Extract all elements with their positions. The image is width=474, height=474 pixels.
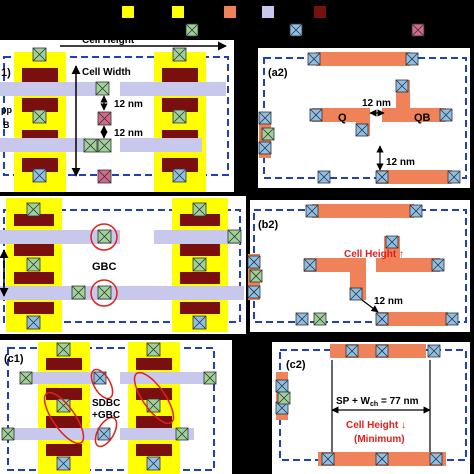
- legend: [122, 6, 425, 37]
- sdbc-label-line2: +GBC: [92, 410, 120, 421]
- panel-a1-label: 1): [1, 67, 11, 79]
- gate-swatch-icon: [122, 6, 134, 18]
- contact-grid: [32, 47, 187, 153]
- cell-boundary: [7, 347, 215, 471]
- metal-lavender-swatch-icon: [262, 6, 274, 18]
- spacing-label-bottom: 12 nm: [114, 128, 143, 139]
- spacing-label-top: 12 nm: [114, 99, 143, 110]
- panel-b2: (b2) Cell Height ↑ 12 nm: [247, 200, 470, 332]
- gate-break-circle: [90, 279, 118, 307]
- metal-line: [20, 372, 102, 384]
- via-grid: [32, 168, 187, 183]
- panel-a1: Cell Height 1) Cell Width pp B 12 nm 12 …: [0, 35, 234, 192]
- metal-line: [120, 372, 210, 384]
- nanosheet-swatch-icon: [314, 6, 326, 18]
- panel-c2: (c2) SP + Wch = 77 nm Cell Height ↓ (Min…: [272, 342, 470, 474]
- metal-swatch-icon: [224, 6, 236, 18]
- gate-swatch-icon: [172, 6, 184, 18]
- panel-c1: (c1) SDBC +GBC: [0, 340, 232, 474]
- panel-a2-label: (a2): [268, 67, 288, 79]
- contact-grid: [277, 391, 291, 405]
- cell-height-up-label: Cell Height ↑: [344, 249, 404, 260]
- metal-line: [154, 230, 240, 244]
- gbc-ellipse: [90, 368, 114, 400]
- contact-grid: [261, 127, 275, 141]
- minimum-label: (Minimum): [354, 434, 405, 445]
- left-text-top: pp: [1, 105, 12, 115]
- via-pink-icon: [411, 23, 425, 37]
- panel-c2-label: (c2): [286, 359, 306, 371]
- metal-line: [84, 286, 244, 300]
- gbc-ellipse: [94, 416, 118, 448]
- power-rail: [376, 312, 448, 326]
- formula-label: SP + Wch = 77 nm: [336, 396, 419, 408]
- metal-line: [120, 138, 202, 152]
- via-pink-grid: [97, 111, 112, 184]
- metal-line: [4, 428, 108, 440]
- cell-boundary: [3, 56, 229, 176]
- contact-grid: [249, 269, 327, 326]
- cell-height-down-label: Cell Height ↓: [346, 420, 406, 431]
- contact-green-icon: [185, 23, 199, 37]
- metal-line: [0, 230, 120, 244]
- panel-b1: GBC: [0, 196, 246, 334]
- power-rail: [376, 170, 452, 184]
- sdbc-ellipse: [133, 371, 175, 425]
- power-rail: [312, 204, 414, 218]
- panel-b2-label: (b2): [258, 219, 279, 231]
- cell-height-label: Cell Height: [82, 35, 135, 46]
- sdbc-label-line1: SDBC: [92, 398, 120, 409]
- via-grid: [275, 344, 443, 466]
- via-grid: [258, 52, 461, 184]
- power-rail: [316, 52, 410, 66]
- q-node-label: Q: [338, 112, 347, 124]
- spacing-arrow: [361, 299, 379, 313]
- panel-a2: (a2) 12 nm Q QB 12 nm: [258, 48, 470, 188]
- via-grid: [26, 315, 207, 330]
- via-grid: [247, 204, 459, 326]
- panel-c1-label: (c1): [4, 353, 24, 365]
- left-text-bottom: B: [3, 120, 10, 130]
- spacing-label-bottom: 12 nm: [386, 157, 415, 168]
- contact-grid: [26, 202, 242, 300]
- qb-node-label: QB: [414, 112, 431, 124]
- gate-break-circle: [90, 223, 118, 251]
- metal-line: [0, 138, 86, 152]
- spacing-label: 12 nm: [362, 98, 391, 109]
- cell-width-label: Cell Width: [82, 67, 131, 78]
- q-node-shape: [312, 108, 370, 136]
- sdbc-ellipse: [43, 391, 85, 445]
- metal-line: [120, 428, 194, 440]
- metal-line: [0, 82, 96, 96]
- contact-grid: [1, 342, 217, 441]
- metal-line: [120, 82, 226, 96]
- gbc-label: GBC: [92, 261, 117, 273]
- spacing-label: 12 nm: [374, 296, 403, 307]
- via-blue-icon: [289, 23, 303, 37]
